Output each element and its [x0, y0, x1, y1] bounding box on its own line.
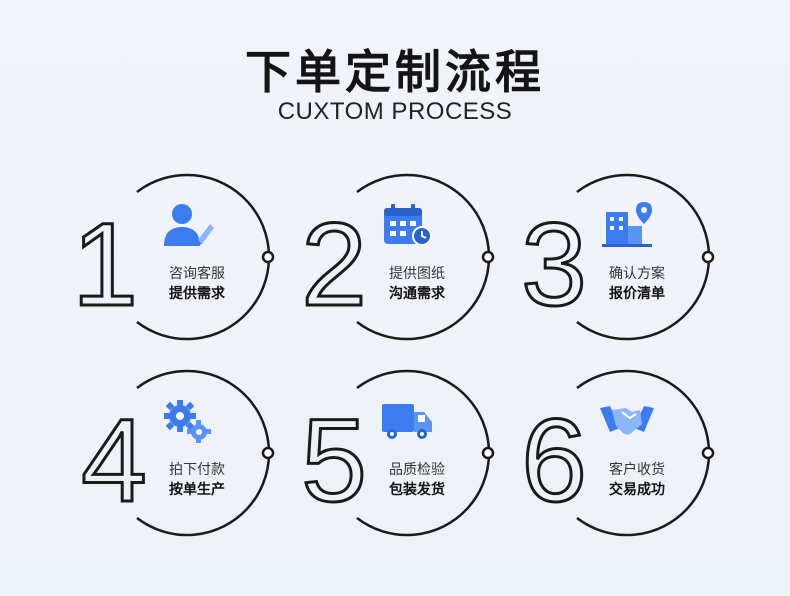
- step-5-frame: 5: [300, 369, 495, 537]
- gears-icon: [160, 398, 214, 444]
- step-label-primary: 品质检验: [389, 462, 445, 478]
- step-1: 1 咨询客服 提供需求: [71, 172, 302, 342]
- step-5: 5 品质检验 包装发货: [300, 368, 522, 538]
- step-3-frame: 3: [520, 173, 715, 341]
- step-6: 6 客户收货 交易成功: [520, 368, 742, 538]
- step-label-primary: 提供图纸: [389, 266, 445, 282]
- step-3: 3 确认方案 报价清单: [520, 172, 742, 342]
- step-label-primary: 确认方案: [609, 266, 665, 282]
- step-label-secondary: 交易成功: [609, 482, 665, 498]
- step-number: 5: [301, 395, 367, 527]
- step-number: 1: [72, 199, 138, 331]
- page-title: 下单定制流程: [245, 45, 545, 99]
- step-label-secondary: 按单生产: [169, 482, 225, 498]
- step-4-frame: 4: [80, 369, 275, 537]
- step-label-secondary: 包装发货: [389, 482, 445, 498]
- step-6-frame: 6: [520, 369, 715, 537]
- step-1-frame: 1: [71, 173, 275, 341]
- step-label-primary: 咨询客服: [169, 266, 225, 282]
- step-number: 4: [81, 395, 147, 527]
- step-number: 3: [521, 199, 587, 331]
- step-label-secondary: 沟通需求: [389, 286, 445, 302]
- step-number: 2: [301, 199, 367, 331]
- step-number: 6: [521, 395, 587, 527]
- step-label-secondary: 报价清单: [609, 286, 665, 302]
- building-location-icon: [600, 202, 654, 248]
- step-label-primary: 拍下付款: [169, 462, 225, 478]
- step-label-primary: 客户收货: [609, 462, 665, 478]
- delivery-truck-icon: [380, 398, 434, 444]
- step-2-frame: 2: [300, 173, 495, 341]
- step-label-secondary: 提供需求: [169, 286, 225, 302]
- step-2: 2 提供图纸 沟通需求: [300, 172, 522, 342]
- calendar-clock-icon: [380, 202, 434, 248]
- step-4: 4 拍下付款 按单生产: [80, 368, 302, 538]
- handshake-icon: [600, 398, 654, 444]
- customer-service-icon: [160, 202, 214, 248]
- page-subtitle: CUXTOM PROCESS: [277, 98, 513, 125]
